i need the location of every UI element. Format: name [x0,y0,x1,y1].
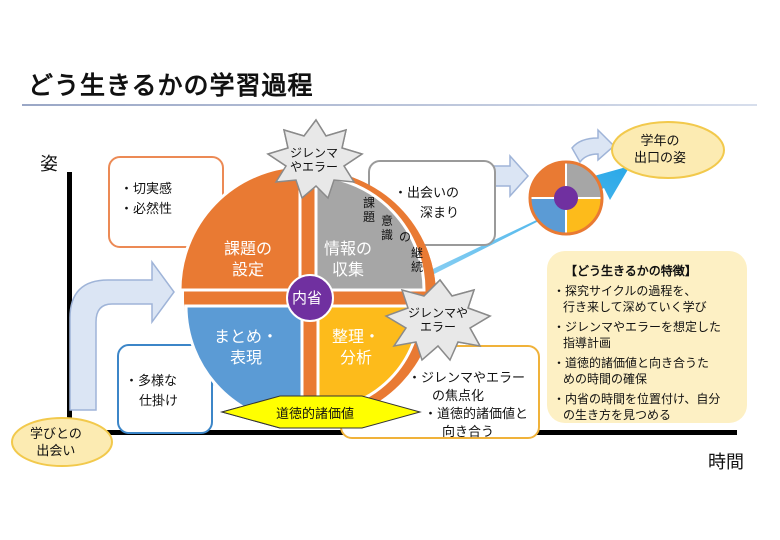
vertical-text-2: 意識 [380,214,393,242]
page-title: どう生きるかの学習過程 [28,71,314,100]
feature-line: 行き来して深めていく学び [563,300,707,314]
box-item: ・ジレンマやエラー [408,371,526,386]
moral-value-label: 道徳的諸価値 [276,407,355,422]
end-ellipse [611,121,725,179]
title-underline [22,104,757,106]
pale-arrow-top-right [571,128,616,164]
y-axis [67,172,72,434]
box-item: の焦点化 [432,389,485,404]
box-item: 向き合う [442,425,495,440]
segment-label-collecting: 情報の収集 [324,239,373,279]
box-item: ・必然性 [120,202,173,217]
feature-line: ・探究サイクルの過程を、 [553,284,697,298]
box-item: ・多様な [125,374,178,389]
box-item: ・出会いの [394,186,460,201]
star-bottom-text: ジレンマやエラー [408,306,469,334]
center-label-reflection: 内省 [292,289,323,307]
feature-line: ・内省の時間を位置付け、自分 [553,392,721,406]
mini-cycle [528,160,604,236]
vertical-text-1: 課題 [362,196,375,224]
segment-label-expression: まとめ・表現 [214,327,279,367]
vertical-text-3: の [398,230,411,244]
start-ellipse [11,417,113,467]
vertical-text-4: 継続 [410,246,423,274]
pale-arrow-left [69,259,175,411]
start-ellipse-text: 学びとの出会い [30,427,82,459]
star-top-text: ジレンマやエラー [290,146,339,174]
features-panel: 【どう生きるかの特徴】 ・探究サイクルの過程を、 行き来して深めていく学び ・ジ… [547,251,747,423]
feature-line: めの時間の確保 [563,372,648,386]
box-item: ・切実感 [120,182,173,197]
segment-label-setting: 課題の設定 [224,239,273,279]
segment-label-analysis: 整理・分析 [332,327,381,367]
y-axis-label: 姿 [40,154,58,175]
feature-line: の生き方を見つめる [563,408,672,422]
feature-line: ・ジレンマやエラーを想定した [553,320,722,334]
features-heading: 【どう生きるかの特徴】 [565,264,697,278]
feature-line: ・道徳的諸価値と向き合うた [553,356,710,370]
box-item: ・道徳的諸価値と [424,407,529,422]
box-item: 深まり [420,206,460,221]
feature-line: 指導計画 [563,336,612,350]
end-ellipse-text: 学年の出口の姿 [634,134,687,166]
box-item: 仕掛け [139,394,179,409]
x-axis-label: 時間 [708,452,744,473]
